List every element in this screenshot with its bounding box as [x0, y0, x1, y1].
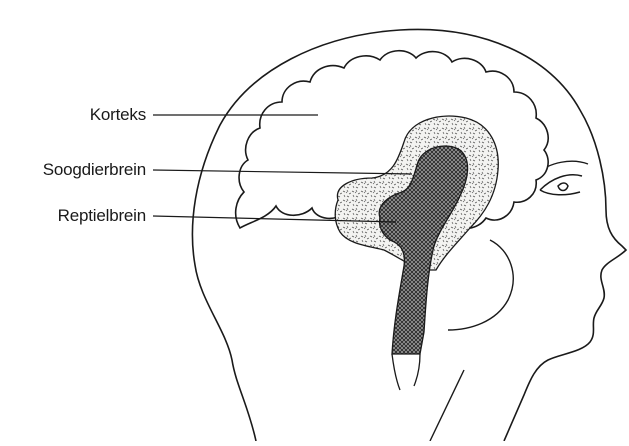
label-korteks: Korteks [90, 105, 146, 125]
neck-contour [430, 370, 464, 441]
eye [540, 175, 582, 195]
label-reptielbrein: Reptielbrein [58, 206, 146, 226]
label-soogdierbrein: Soogdierbrein [43, 160, 146, 180]
spinal-cord [392, 354, 420, 390]
cerebellum [448, 240, 513, 330]
